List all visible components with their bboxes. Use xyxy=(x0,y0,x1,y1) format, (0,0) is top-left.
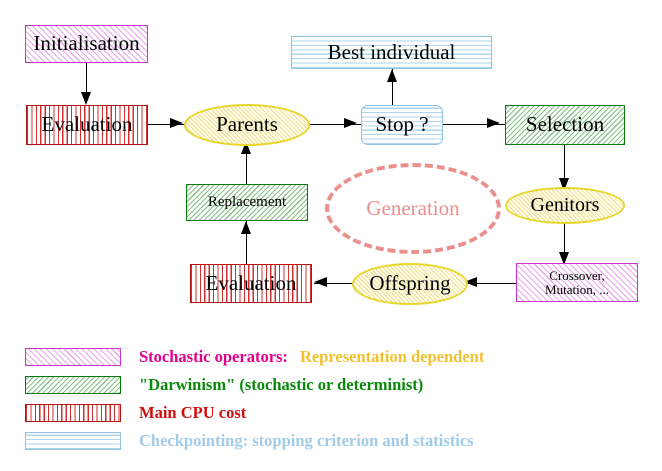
best-individual-label: Best individual xyxy=(327,39,456,64)
node-evaluation-top[interactable]: Evaluation xyxy=(26,105,148,145)
crossover-label-line1: Crossover, xyxy=(549,268,605,284)
generation-ellipse: Generation xyxy=(325,163,501,254)
arrowhead-eval-to-replacement xyxy=(241,221,251,234)
legend-label-darwinism: "Darwinism" (stochastic or determinist) xyxy=(139,375,424,394)
arrowhead-stop-to-selection xyxy=(487,118,500,128)
legend-row: Main CPU cost xyxy=(0,400,662,426)
connector-offspring-to-eval xyxy=(314,283,360,285)
node-genitors[interactable]: Genitors xyxy=(505,187,625,224)
connector-init-to-eval xyxy=(86,63,88,95)
legend-label-representation-dependent: Representation dependent xyxy=(299,347,485,366)
connector-replacement-to-parents xyxy=(246,141,248,186)
node-evaluation-bottom[interactable]: Evaluation xyxy=(190,264,312,303)
connector-crossover-to-offspring xyxy=(464,283,518,285)
arrowhead-crossover-to-offspring xyxy=(464,277,477,287)
evaluation-bottom-label: Evaluation xyxy=(205,270,297,295)
node-best-individual[interactable]: Best individual xyxy=(291,36,492,69)
connector-eval-to-replacement xyxy=(246,221,248,267)
connector-eval-to-parents xyxy=(148,124,186,126)
legend-swatch-stochastic-operators xyxy=(25,348,121,366)
replacement-label: Replacement xyxy=(207,193,287,210)
arrowhead-genitors-to-crossover xyxy=(559,252,569,265)
arrowhead-init-to-eval xyxy=(81,92,91,105)
arrowhead-offspring-to-eval xyxy=(314,277,327,287)
evaluation-top-label: Evaluation xyxy=(41,112,133,137)
connector-genitors-to-crossover xyxy=(564,222,566,264)
legend-row: "Darwinism" (stochastic or determinist) xyxy=(0,372,662,398)
legend-row: Stochastic operators: Representation dep… xyxy=(0,344,662,370)
legend-swatch-checkpointing xyxy=(25,432,121,450)
offspring-label: Offspring xyxy=(369,271,451,296)
legend-row: Checkpointing: stopping criterion and st… xyxy=(0,428,662,454)
legend-label-checkpointing: Checkpointing: stopping criterion and st… xyxy=(139,431,474,450)
node-replacement[interactable]: Replacement xyxy=(186,184,308,221)
stop-label: Stop ? xyxy=(375,112,429,137)
arrowhead-parents-to-stop xyxy=(344,118,357,128)
legend: Stochastic operators: Representation dep… xyxy=(0,340,662,471)
node-selection[interactable]: Selection xyxy=(505,105,625,145)
node-crossover-mutation[interactable]: Crossover, Mutation, ... xyxy=(516,263,638,302)
crossover-label-line2: Mutation, ... xyxy=(545,281,609,297)
genitors-label: Genitors xyxy=(530,194,600,217)
connector-selection-to-genitors xyxy=(564,145,566,189)
selection-label: Selection xyxy=(525,112,605,137)
node-initialisation[interactable]: Initialisation xyxy=(25,25,148,63)
arrowhead-selection-to-genitors xyxy=(559,178,569,191)
connector-stop-to-selection xyxy=(443,124,505,126)
legend-label-main-cpu-cost: Main CPU cost xyxy=(139,403,247,422)
node-offspring[interactable]: Offspring xyxy=(352,263,468,305)
legend-swatch-main-cpu-cost xyxy=(25,404,121,422)
connector-parents-to-stop xyxy=(310,124,362,126)
legend-swatch-darwinism xyxy=(25,376,121,394)
legend-label-stochastic-operators: Stochastic operators: xyxy=(139,347,288,366)
node-parents[interactable]: Parents xyxy=(184,104,310,146)
connector-stop-to-best xyxy=(392,69,394,107)
parents-label: Parents xyxy=(216,112,278,137)
initialisation-label: Initialisation xyxy=(33,31,140,56)
arrowhead-eval-to-parents xyxy=(170,118,183,128)
arrowhead-replacement-to-parents xyxy=(241,141,251,154)
generation-label: Generation xyxy=(366,196,460,220)
node-stop[interactable]: Stop ? xyxy=(361,105,443,145)
arrowhead-stop-to-best xyxy=(387,69,397,82)
